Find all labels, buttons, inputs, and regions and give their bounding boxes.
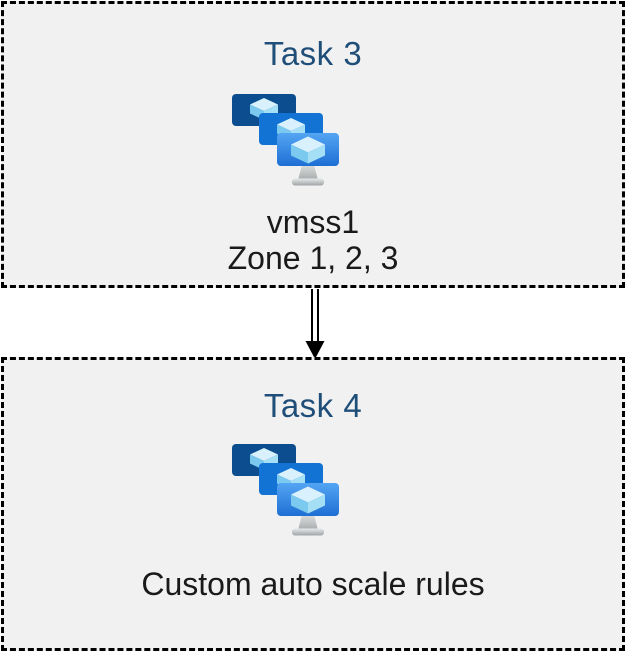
arrowhead-icon [305, 341, 325, 359]
task3-box: Task 3 vmss1 Zone 1, 2, 3 [1, 1, 625, 288]
task4-caption-rules: Custom auto scale rules [141, 566, 485, 602]
task3-title: Task 3 [263, 35, 363, 72]
task4-title: Task 4 [263, 387, 363, 424]
vm-scale-set-icon [232, 444, 342, 540]
vm-scale-set-icon [232, 94, 342, 190]
down-arrow-connector [305, 289, 325, 359]
task3-caption-name: vmss1 [266, 204, 360, 240]
task4-box: Task 4 Custom auto scale rules [1, 357, 625, 651]
task3-caption-zones: Zone 1, 2, 3 [227, 240, 399, 276]
